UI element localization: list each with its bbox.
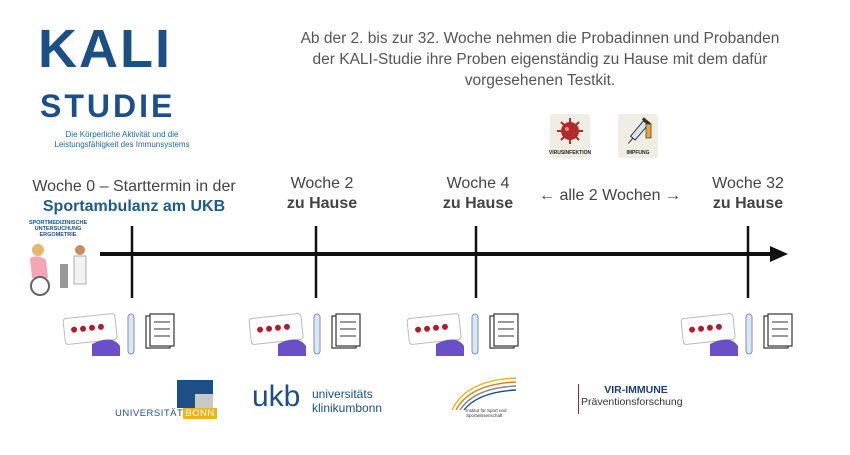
sport-institute-swoosh <box>451 377 517 411</box>
ergometry-illustration: SPORTMEDIZINISCHE UNTERSUCHUNG ERGOMETRI… <box>20 220 96 300</box>
testkit-week4 <box>406 312 536 363</box>
uni-bonn-name: UNIVERSITÄT <box>115 408 184 419</box>
testkit-week0 <box>62 312 192 363</box>
vir-immune-logo: VIR-IMMUNE Präventionsforschung <box>578 384 701 414</box>
vir-line2: Präventionsforschung <box>581 396 683 408</box>
week2-label: Woche 2 zu Hause <box>272 174 372 214</box>
kali-logo-subtitle-word: STUDIE <box>40 88 176 124</box>
week4-line1: Woche 4 <box>446 175 510 192</box>
sport-line2: Sportwissenschaft <box>466 413 503 418</box>
kali-logo-tagline: Die Körperliche Aktivität und die Leistu… <box>54 130 190 149</box>
ergometry-caption: SPORTMEDIZINISCHE UNTERSUCHUNG ERGOMETRI… <box>28 220 88 238</box>
week0-line1: Woche 0 – Starttermin in der <box>32 178 236 195</box>
interval-label: ← alle 2 Wochen → <box>539 187 681 204</box>
week32-label: Woche 32 zu Hause <box>698 174 798 214</box>
uni-bonn-mark <box>177 380 213 408</box>
intro-text: Ab der 2. bis zur 32. Woche nehmen die P… <box>300 30 780 89</box>
week4-line2: zu Hause <box>442 195 514 212</box>
sport-line1: Institut für Sport und <box>466 408 507 413</box>
kali-logo-title: KALI <box>38 19 172 79</box>
week32-line2: zu Hause <box>712 195 784 212</box>
syringe-icon <box>618 114 658 158</box>
ukb-line1: universitäts <box>312 387 373 401</box>
week0-line2: Sportambulanz am UKB <box>42 198 226 215</box>
week32-line1: Woche 32 <box>712 175 784 192</box>
virus-caption: VIRUSINFEKTION <box>548 150 592 156</box>
ukb-line2: klinikumbonn <box>312 401 383 415</box>
week0-label: Woche 0 – Starttermin in der Sportambula… <box>18 177 250 217</box>
week4-label: Woche 4 zu Hause <box>428 174 528 214</box>
testkit-week2 <box>248 312 378 363</box>
ukb-logo: ukb universitäts klinikumbonn <box>252 382 402 422</box>
impfung-caption: IMPFUNG <box>626 150 650 156</box>
week2-line1: Woche 2 <box>290 175 354 192</box>
sport-institute-text: Institut für Sport und Sportwissenschaft <box>466 408 507 418</box>
ukb-mark: ukb <box>252 380 301 413</box>
testkit-week32 <box>680 312 810 363</box>
cyclist-icon <box>30 244 87 296</box>
timeline-arrowhead <box>770 246 788 262</box>
uni-bonn-box: BONN <box>183 408 217 419</box>
week2-line2: zu Hause <box>286 195 358 212</box>
ukb-text: universitäts klinikumbonn <box>312 387 382 415</box>
sport-institute-logo: Institut für Sport und Sportwissenschaft <box>446 376 526 426</box>
virus-icon <box>550 114 590 158</box>
vir-line1: VIR-IMMUNE <box>604 384 668 396</box>
